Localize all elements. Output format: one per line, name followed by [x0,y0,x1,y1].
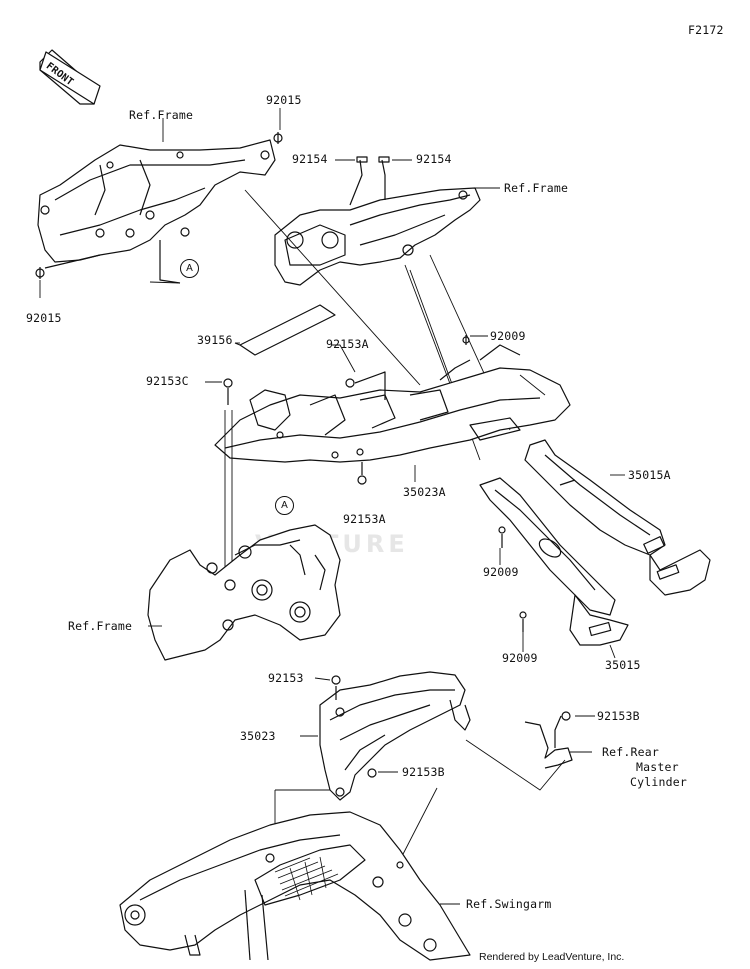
part-label-39156: 39156 [197,333,233,347]
part-label-92153a-bottom: 92153A [343,512,386,526]
part-label-92153b-right: 92153B [597,709,640,723]
frame-middle-part [147,524,341,661]
screws-92153 [223,371,386,485]
fender-35023a [214,335,571,463]
part-label-92153a-top: 92153A [326,337,369,351]
part-label-92153: 92153 [268,671,304,685]
part-label-92009-middle: 92009 [483,565,519,579]
part-label-35023a: 35023A [403,485,446,499]
ref-frame-label-right: Ref.Frame [504,181,569,195]
part-label-92154-right: 92154 [416,152,452,166]
part-label-92009-top: 92009 [490,329,526,343]
screws-92009 [498,479,576,632]
bracket-35015a [524,439,711,596]
part-label-92009-bottom: 92009 [502,651,538,665]
plate-39156 [234,304,336,356]
diagram-code: F2172 [688,23,724,37]
ref-swingarm-label: Ref.Swingarm [466,897,552,911]
circle-marker-a-bottom: A [275,496,294,515]
part-label-92015-top: 92015 [266,93,302,107]
footer-credit: Rendered by LeadVenture, Inc. [479,951,625,963]
frame-top-right-part [274,156,481,286]
part-label-35015: 35015 [605,658,641,672]
bracket-35015 [479,477,629,646]
part-label-92153c: 92153C [146,374,189,388]
ref-frame-label-middle: Ref.Frame [68,619,133,633]
circle-marker-a-top: A [180,259,199,278]
frame-top-left-part [35,132,283,284]
part-label-92153b-middle: 92153B [402,765,445,779]
ref-rear-label-line1: Ref.Rear [602,745,659,759]
ref-frame-label-top: Ref.Frame [129,108,194,122]
master-cylinder-bracket [524,711,573,769]
ref-rear-label-line2: Master [636,760,679,774]
fender-35023 [319,671,471,801]
part-label-92154-left: 92154 [292,152,328,166]
part-label-35015a: 35015A [628,468,671,482]
part-label-35023: 35023 [240,729,276,743]
ref-rear-label-line3: Cylinder [630,775,687,789]
swingarm-part [119,811,471,961]
front-arrow-icon [39,49,101,105]
part-label-92015-left: 92015 [26,311,62,325]
